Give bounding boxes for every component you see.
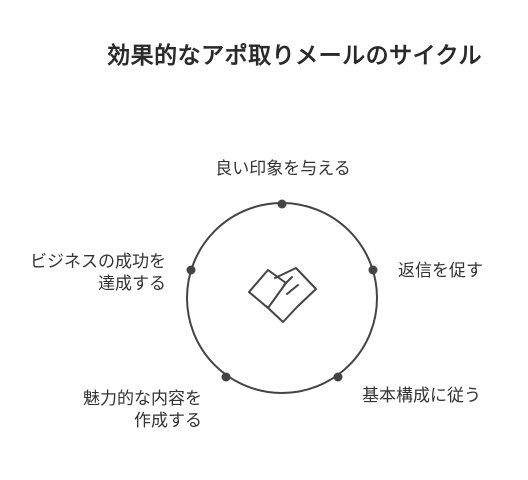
step-label-first-impression: 良い印象を与える (0, 158, 528, 180)
handshake-icon (248, 267, 317, 323)
cycle-node-top (277, 199, 287, 209)
step-label-line: 基本構成に従う (362, 386, 481, 406)
step-label-prompt-reply: 返信を促す (398, 260, 483, 282)
step-label-line: 返信を促す (398, 261, 483, 281)
cycle-node-right (368, 265, 378, 275)
cycle-ring (186, 202, 378, 394)
step-label-line: ビジネスの成功を (30, 252, 166, 272)
step-label-line: 良い印象を与える (215, 159, 351, 179)
step-label-line: 作成する (134, 411, 202, 431)
cycle-node-bottom-left (221, 372, 231, 382)
diagram-title: 効果的なアポ取りメールのサイクル (107, 43, 482, 69)
step-label-line: 魅力的な内容を (83, 389, 202, 409)
step-label-attractive-content: 魅力的な内容を 作成する (0, 388, 202, 432)
cycle-node-bottom-right (333, 372, 343, 382)
step-label-line: 達成する (98, 274, 166, 294)
cycle-node-left (186, 265, 196, 275)
step-label-business-success: ビジネスの成功を 達成する (0, 251, 166, 295)
step-label-basic-structure: 基本構成に従う (362, 385, 481, 407)
